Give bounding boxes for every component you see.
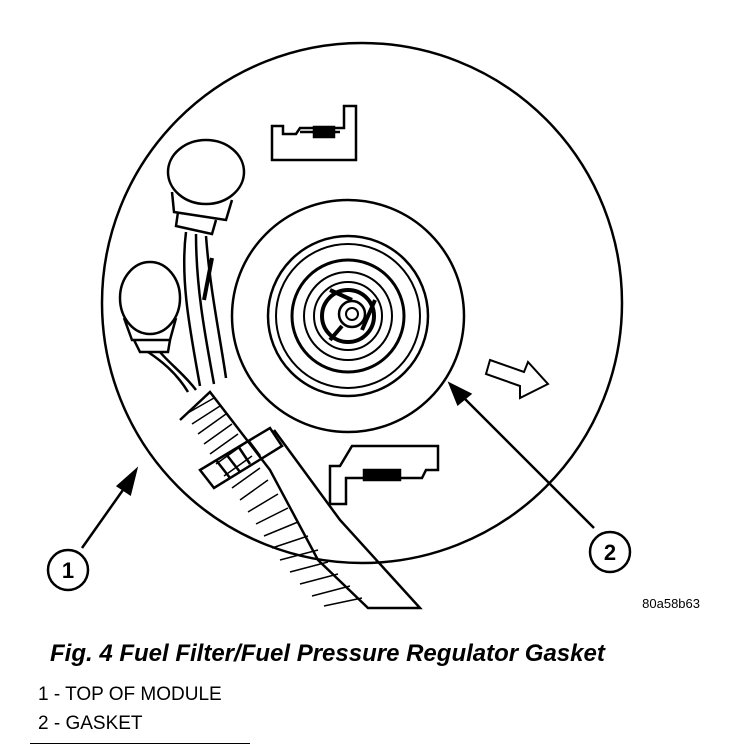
wiring-harness (118, 138, 423, 610)
direction-arrow (484, 358, 550, 400)
regulator-assembly (230, 198, 466, 434)
callout-1: 1 (46, 548, 90, 592)
legend: 1 - TOP OF MODULE 2 - GASKET (38, 680, 222, 738)
legend-item-1: 1 - TOP OF MODULE (38, 684, 222, 705)
legend-item-2: 2 - GASKET (38, 713, 143, 734)
lower-clip (328, 444, 440, 506)
callout-2-leader (447, 381, 595, 529)
upper-clip (270, 104, 358, 162)
callout-2-number: 2 (604, 540, 616, 565)
callout-1-number: 1 (62, 558, 74, 583)
callout-2: 2 (588, 530, 632, 574)
module-diagram: 1 2 (46, 41, 632, 610)
figure-caption: Fig. 4 Fuel Filter/Fuel Pressure Regulat… (50, 640, 605, 667)
callout-1-leader (80, 466, 139, 549)
module-top-circle (100, 41, 624, 565)
image-code: 80a58b63 (642, 596, 700, 611)
